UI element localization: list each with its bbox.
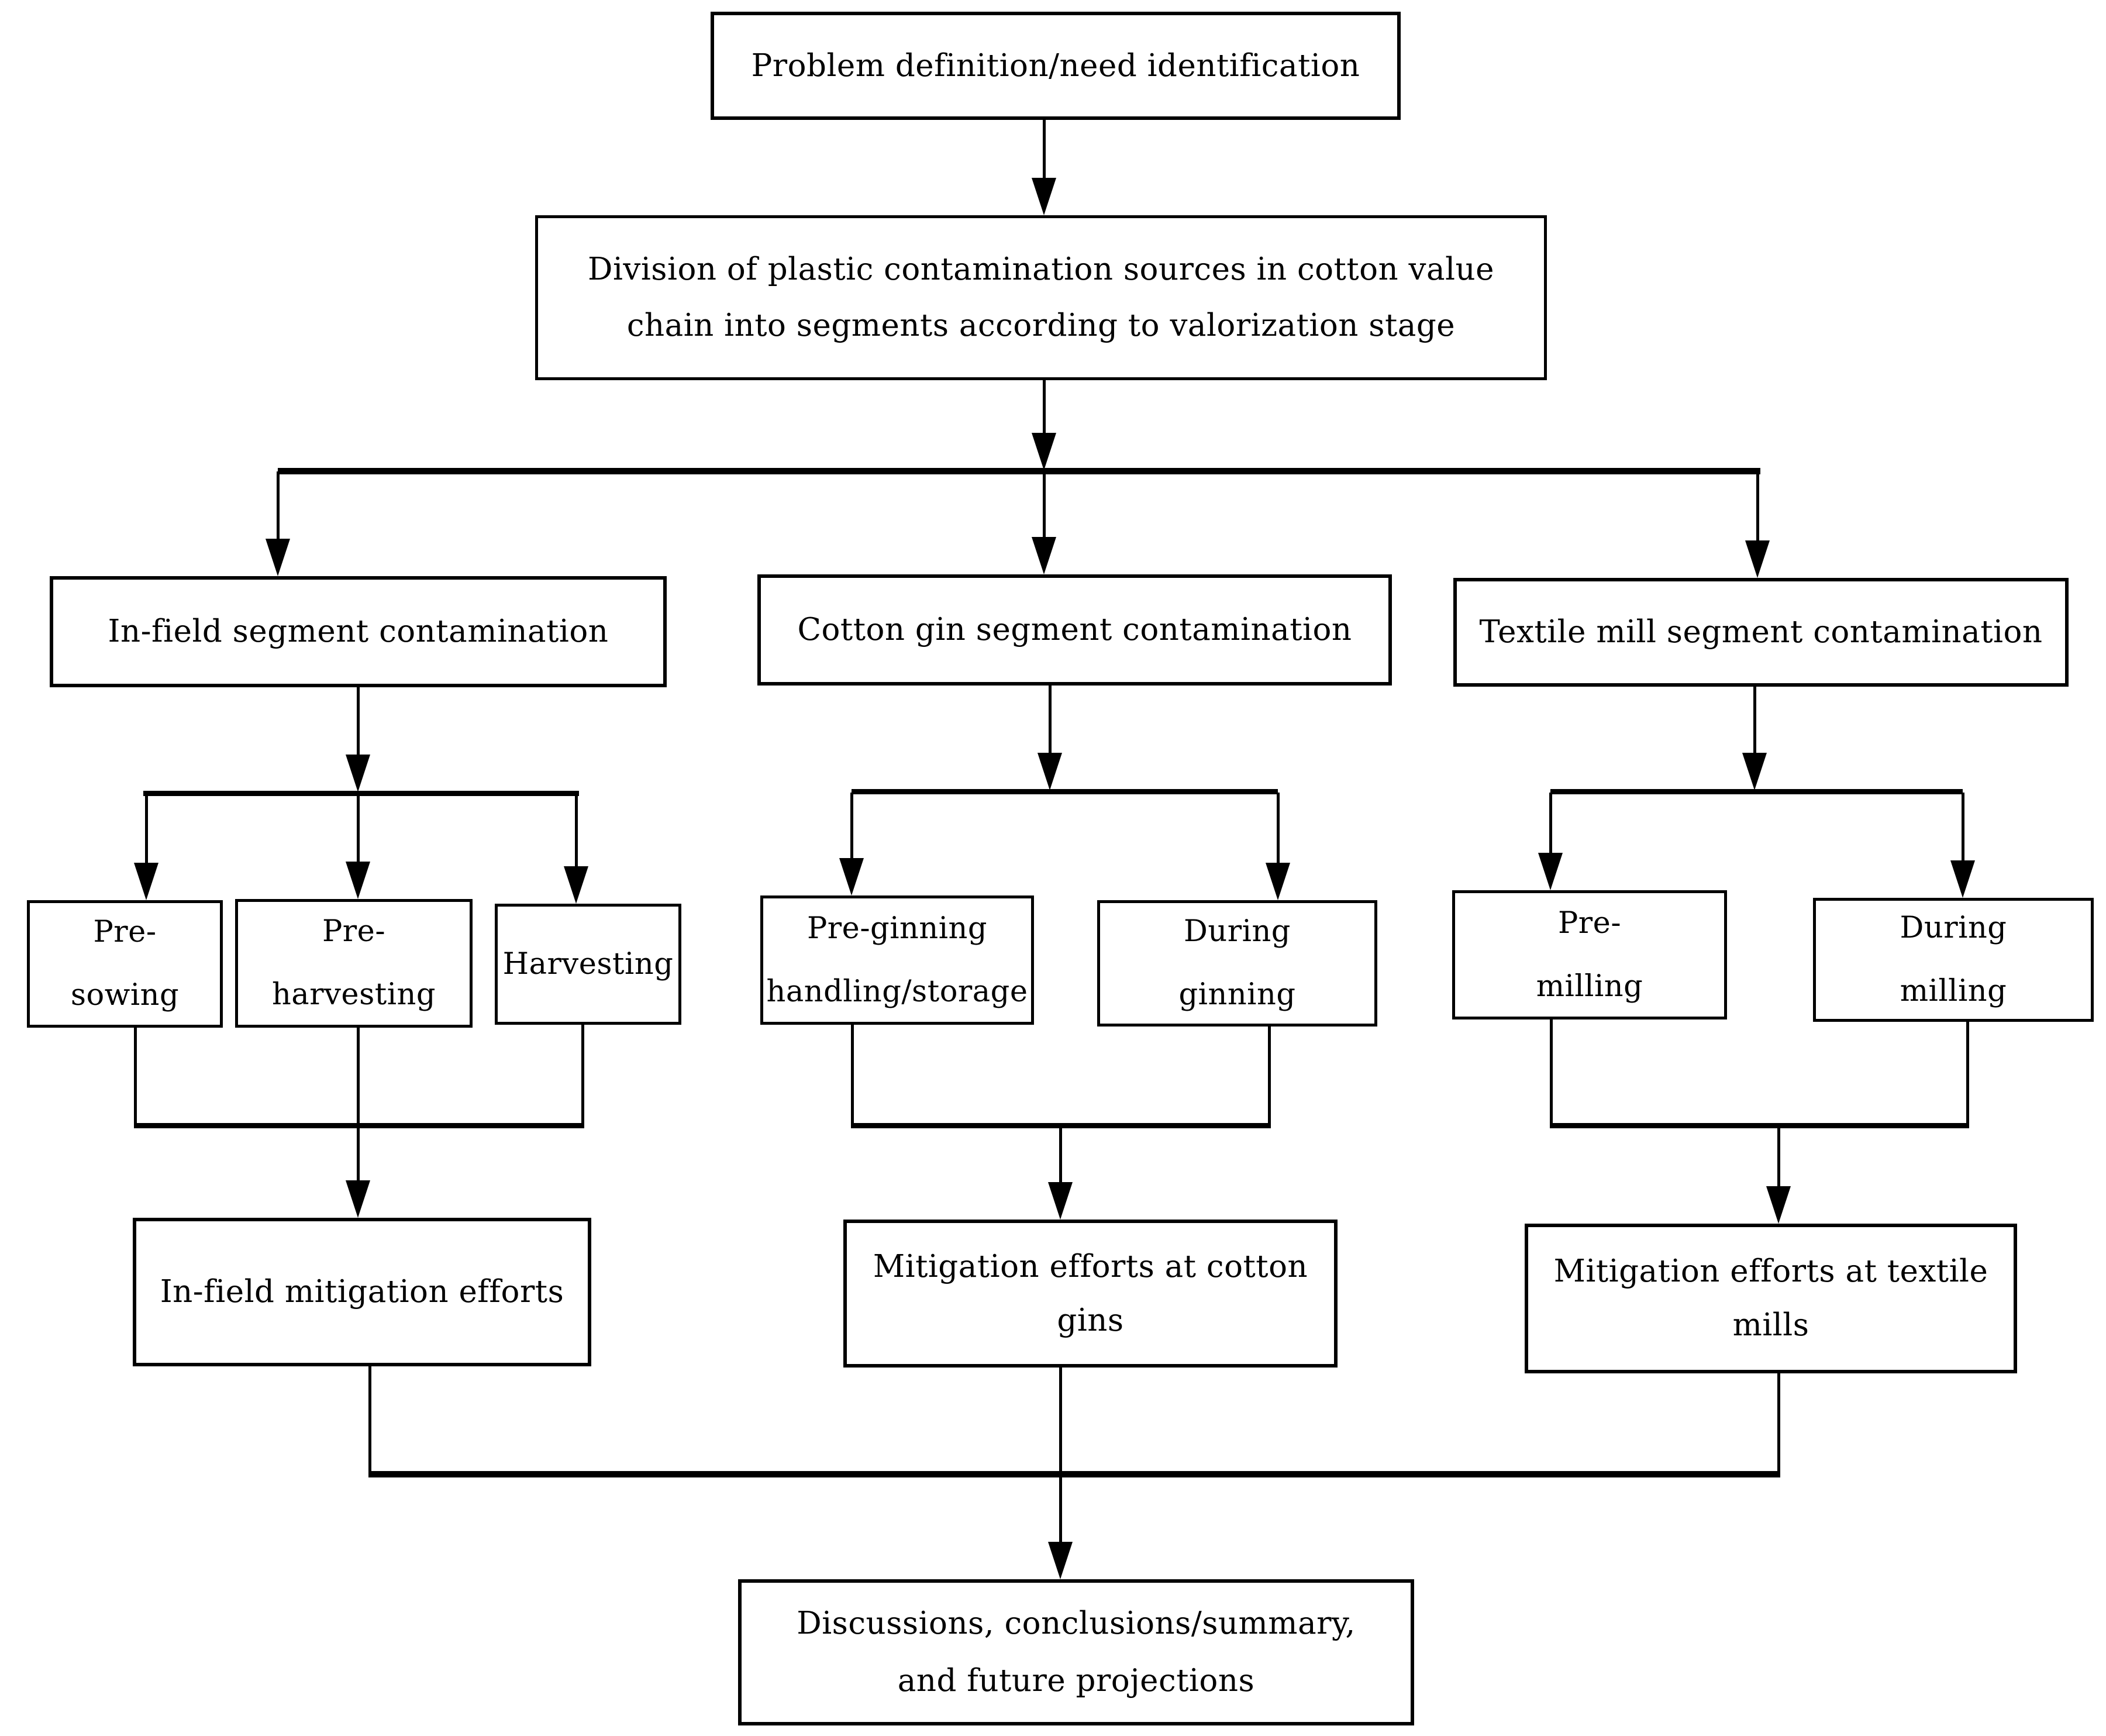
flow-line xyxy=(357,1028,360,1125)
node-label: Pre- xyxy=(1557,905,1622,941)
flow-line xyxy=(1059,1368,1062,1474)
arrow-down-icon xyxy=(1032,537,1056,574)
node-pre-sowing: Pre- sowing xyxy=(27,900,223,1028)
node-harvesting: Harvesting xyxy=(495,904,681,1025)
node-label: Mitigation efforts at textile xyxy=(1553,1253,1988,1289)
flow-line xyxy=(575,794,578,866)
node-label: In-field segment contamination xyxy=(108,614,609,649)
split-bar xyxy=(852,789,1278,794)
arrow-down-icon xyxy=(346,755,370,792)
node-label: handling/storage xyxy=(766,974,1028,1009)
node-label: Harvesting xyxy=(502,946,674,981)
arrow-down-icon xyxy=(1048,1542,1073,1579)
flow-line xyxy=(1966,1022,1969,1125)
arrow-down-icon xyxy=(839,858,864,895)
node-during-milling: During milling xyxy=(1813,898,2094,1022)
merge-bar xyxy=(851,1123,1271,1128)
flow-line xyxy=(368,1366,371,1474)
split-bar xyxy=(143,791,579,796)
flow-line xyxy=(1268,1027,1271,1125)
arrow-down-icon xyxy=(1766,1186,1791,1224)
node-label: In-field mitigation efforts xyxy=(160,1274,564,1310)
arrow-down-icon xyxy=(1266,863,1290,900)
flow-line xyxy=(1777,1373,1780,1474)
flow-line xyxy=(1756,471,1759,543)
node-label: Pre- xyxy=(93,915,157,949)
node-label: Division of plastic contamination source… xyxy=(587,252,1495,287)
node-division-into-segments: Division of plastic contamination source… xyxy=(535,215,1547,380)
flow-line xyxy=(145,794,148,863)
flow-line xyxy=(1962,793,1964,862)
flow-line xyxy=(1753,687,1756,754)
node-label: During xyxy=(1184,914,1291,949)
node-label: harvesting xyxy=(271,977,436,1012)
flow-line xyxy=(357,687,360,755)
node-during-ginning: During ginning xyxy=(1097,900,1377,1027)
node-cotton-gin-segment: Cotton gin segment contamination xyxy=(757,574,1392,686)
node-textile-mill-mitigation: Mitigation efforts at textile mills xyxy=(1525,1224,2017,1373)
node-label: Cotton gin segment contamination xyxy=(797,612,1352,647)
arrow-down-icon xyxy=(346,1180,370,1218)
node-infield-segment: In-field segment contamination xyxy=(50,576,667,687)
flow-line xyxy=(1043,120,1046,180)
flow-line xyxy=(1059,1128,1062,1183)
flow-line xyxy=(277,471,280,540)
node-label: Mitigation efforts at cotton xyxy=(873,1248,1308,1284)
node-label: ginning xyxy=(1178,977,1296,1012)
flow-line xyxy=(1277,793,1280,863)
flow-line xyxy=(850,793,853,858)
arrow-down-icon xyxy=(564,866,588,904)
arrow-down-icon xyxy=(1032,178,1056,215)
flow-line xyxy=(134,1028,137,1125)
node-pre-ginning-handling-storage: Pre-ginning handling/storage xyxy=(760,895,1034,1025)
node-label: sowing xyxy=(70,978,180,1012)
arrow-down-icon xyxy=(1742,753,1767,790)
arrow-down-icon xyxy=(1538,853,1563,890)
flow-line xyxy=(1043,471,1046,539)
arrow-down-icon xyxy=(1048,1182,1073,1220)
node-label: gins xyxy=(1057,1302,1124,1338)
split-bar xyxy=(1550,789,1963,794)
node-label: chain into segments according to valoriz… xyxy=(626,308,1456,343)
node-label: milling xyxy=(1536,969,1643,1004)
arrow-down-icon xyxy=(1038,753,1062,790)
node-pre-milling: Pre- milling xyxy=(1452,890,1727,1019)
merge-bar xyxy=(368,1471,1780,1477)
node-label: Textile mill segment contamination xyxy=(1479,614,2043,650)
node-problem-definition: Problem definition/need identification xyxy=(711,12,1401,120)
node-label: and future projections xyxy=(897,1663,1255,1699)
arrow-down-icon xyxy=(266,539,290,576)
flow-line xyxy=(1043,380,1046,434)
node-cotton-gin-mitigation: Mitigation efforts at cotton gins xyxy=(843,1220,1338,1368)
arrow-down-icon xyxy=(346,862,370,899)
node-textile-mill-segment: Textile mill segment contamination xyxy=(1453,578,2069,687)
node-label: Problem definition/need identification xyxy=(751,47,1360,84)
flow-line xyxy=(851,1025,854,1125)
split-bar xyxy=(278,468,1760,474)
arrow-down-icon xyxy=(1032,433,1056,470)
flow-line xyxy=(1777,1128,1780,1187)
merge-bar xyxy=(1550,1123,1969,1128)
flow-line xyxy=(357,794,360,862)
node-label: During xyxy=(1900,911,2007,945)
flow-line xyxy=(581,1025,584,1125)
merge-bar xyxy=(134,1123,584,1128)
flow-line xyxy=(357,1128,360,1182)
node-label: Discussions, conclusions/summary, xyxy=(797,1606,1356,1641)
node-label: Pre-ginning xyxy=(806,911,988,946)
node-pre-harvesting: Pre- harvesting xyxy=(235,899,473,1028)
node-discussions-conclusions: Discussions, conclusions/summary, and fu… xyxy=(738,1579,1414,1725)
flow-line xyxy=(1049,686,1052,754)
flow-line xyxy=(1550,1019,1553,1125)
node-label: Pre- xyxy=(322,914,386,949)
node-label: mills xyxy=(1732,1307,1809,1343)
node-infield-mitigation: In-field mitigation efforts xyxy=(133,1218,591,1366)
arrow-down-icon xyxy=(1745,540,1770,578)
flow-line xyxy=(1549,793,1552,854)
flow-line xyxy=(1059,1477,1062,1542)
arrow-down-icon xyxy=(1950,860,1975,898)
arrow-down-icon xyxy=(134,863,158,900)
node-label: milling xyxy=(1900,974,2007,1008)
